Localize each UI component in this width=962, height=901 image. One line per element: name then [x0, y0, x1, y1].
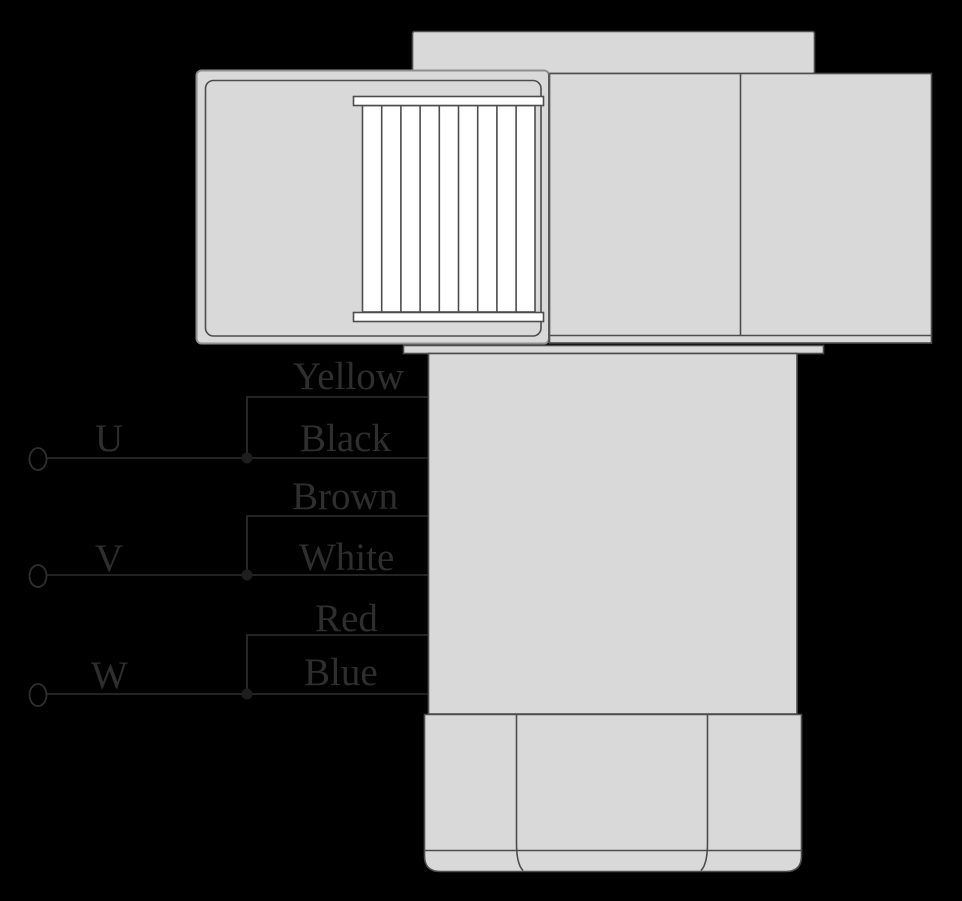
grille-bottom-rail — [352, 311, 545, 323]
wire-group-u — [28, 396, 428, 471]
end-bell-left-seam — [515, 714, 524, 872]
wire-line-red — [246, 634, 428, 694]
wire-label-yellow: Yellow — [293, 355, 404, 398]
wire-label-white: White — [299, 536, 395, 579]
fan-housing-inner-frame — [204, 79, 542, 337]
terminal-circle-w — [28, 683, 48, 707]
wire-group-v — [28, 515, 428, 588]
end-bell-right-seam — [700, 714, 709, 872]
grille-top-rail — [352, 95, 545, 107]
wire-line-yellow — [246, 396, 428, 458]
wire-label-brown: Brown — [292, 475, 399, 518]
terminal-label-w: W — [91, 654, 128, 697]
wire-line-brown — [246, 515, 428, 575]
junction-dot-w — [241, 688, 253, 700]
housing-top-cap — [411, 30, 816, 75]
wire-label-blue: Blue — [304, 651, 378, 694]
wire-label-red: Red — [315, 597, 378, 640]
motor-end-bell — [423, 713, 803, 873]
neck-plate — [402, 344, 825, 355]
junction-dot-v — [241, 569, 253, 581]
motor-body — [427, 352, 798, 715]
wire-group-w — [28, 634, 428, 707]
terminal-circle-u — [28, 447, 48, 471]
grille-slat-area — [361, 104, 536, 313]
grille-slats — [380, 105, 517, 312]
terminal-label-u: U — [95, 417, 124, 460]
wire-label-black: Black — [300, 417, 391, 460]
junction-dot-u — [241, 452, 253, 464]
terminal-label-v: V — [95, 537, 124, 580]
terminal-circle-v — [28, 564, 48, 588]
